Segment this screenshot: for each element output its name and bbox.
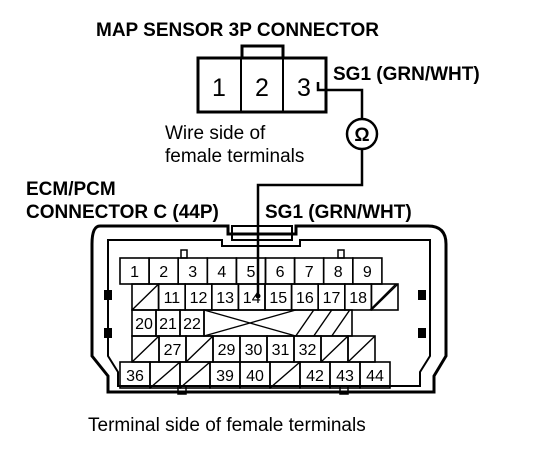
terminal-label: 44 [366, 368, 384, 385]
map-connector: 1 2 3 [196, 44, 328, 114]
terminal-label: 17 [323, 290, 341, 307]
ohm-icon: Ω [354, 125, 369, 146]
terminal-label: 39 [216, 368, 234, 385]
terminal-label: 16 [296, 290, 314, 307]
wire-side-note-line2: female terminals [165, 146, 304, 167]
terminal-label: 42 [306, 368, 324, 385]
unused-terminal-slash [179, 361, 211, 389]
terminal-label: 12 [190, 290, 208, 307]
unused-terminal-slash [313, 309, 333, 337]
terminal-label: 5 [246, 264, 255, 281]
terminal-cell [359, 361, 391, 389]
terminal-label: 36 [126, 368, 144, 385]
unused-terminal-slash [370, 283, 399, 311]
unused-terminal-slash [295, 309, 315, 337]
unused-terminal-slash [269, 361, 301, 389]
terminal-label: 30 [245, 342, 263, 359]
terminal-label: 27 [164, 342, 182, 359]
terminal-label: 29 [218, 342, 236, 359]
unused-terminal-block [203, 309, 353, 337]
terminal-label: 14 [243, 290, 261, 307]
terminal-label: 22 [183, 316, 201, 333]
unused-terminal-slash [185, 335, 214, 363]
unused-terminal-slash [131, 283, 160, 311]
terminal-label: 2 [159, 264, 168, 281]
terminal-label: 8 [334, 264, 343, 281]
terminal-label: 6 [276, 264, 285, 281]
test-lead-map [316, 82, 364, 120]
unused-terminal-slash [331, 309, 351, 337]
terminal-label: 21 [159, 316, 177, 333]
terminal-cell [370, 283, 399, 311]
unused-terminal-slash [203, 309, 296, 337]
ecm-connector-title-line2: CONNECTOR C (44P) [26, 202, 219, 223]
map-connector-title: MAP SENSOR 3P CONNECTOR [96, 20, 379, 41]
test-probe-tip [255, 293, 261, 299]
unused-terminal-slash [149, 361, 181, 389]
unused-terminal-slash [320, 335, 349, 363]
unused-terminal-slash [131, 335, 160, 363]
terminal-label: 31 [272, 342, 290, 359]
terminal-label: 43 [336, 368, 354, 385]
ohmmeter-symbol: Ω [345, 117, 379, 151]
wire-side-note-line1: Wire side of [165, 123, 266, 144]
terminal-label: 11 [164, 290, 181, 307]
terminal-label: 18 [349, 290, 367, 307]
map-pin-3: 3 [297, 74, 311, 102]
terminal-label: 40 [246, 368, 264, 385]
terminal-label: 15 [269, 290, 287, 307]
ecm-connector-title-line1: ECM/PCM [26, 179, 116, 200]
map-pin-1: 1 [212, 74, 226, 102]
terminal-label: 7 [305, 264, 314, 281]
unused-terminal-slash [347, 335, 376, 363]
map-pin-2: 2 [255, 74, 269, 102]
ecm-wire-label: SG1 (GRN/WHT) [265, 202, 412, 223]
terminal-label: 3 [188, 264, 197, 281]
terminal-label: 1 [130, 264, 139, 281]
terminal-label: 4 [217, 264, 226, 281]
terminal-label: 20 [135, 316, 153, 333]
terminal-label: 32 [299, 342, 317, 359]
unused-terminal-slash [369, 283, 397, 311]
map-wire-label: SG1 (GRN/WHT) [333, 64, 480, 85]
ecm-connector-housing [90, 224, 448, 395]
terminal-side-footer: Terminal side of female terminals [88, 415, 366, 436]
terminal-label: 9 [363, 264, 372, 281]
terminal-label: 13 [216, 290, 234, 307]
